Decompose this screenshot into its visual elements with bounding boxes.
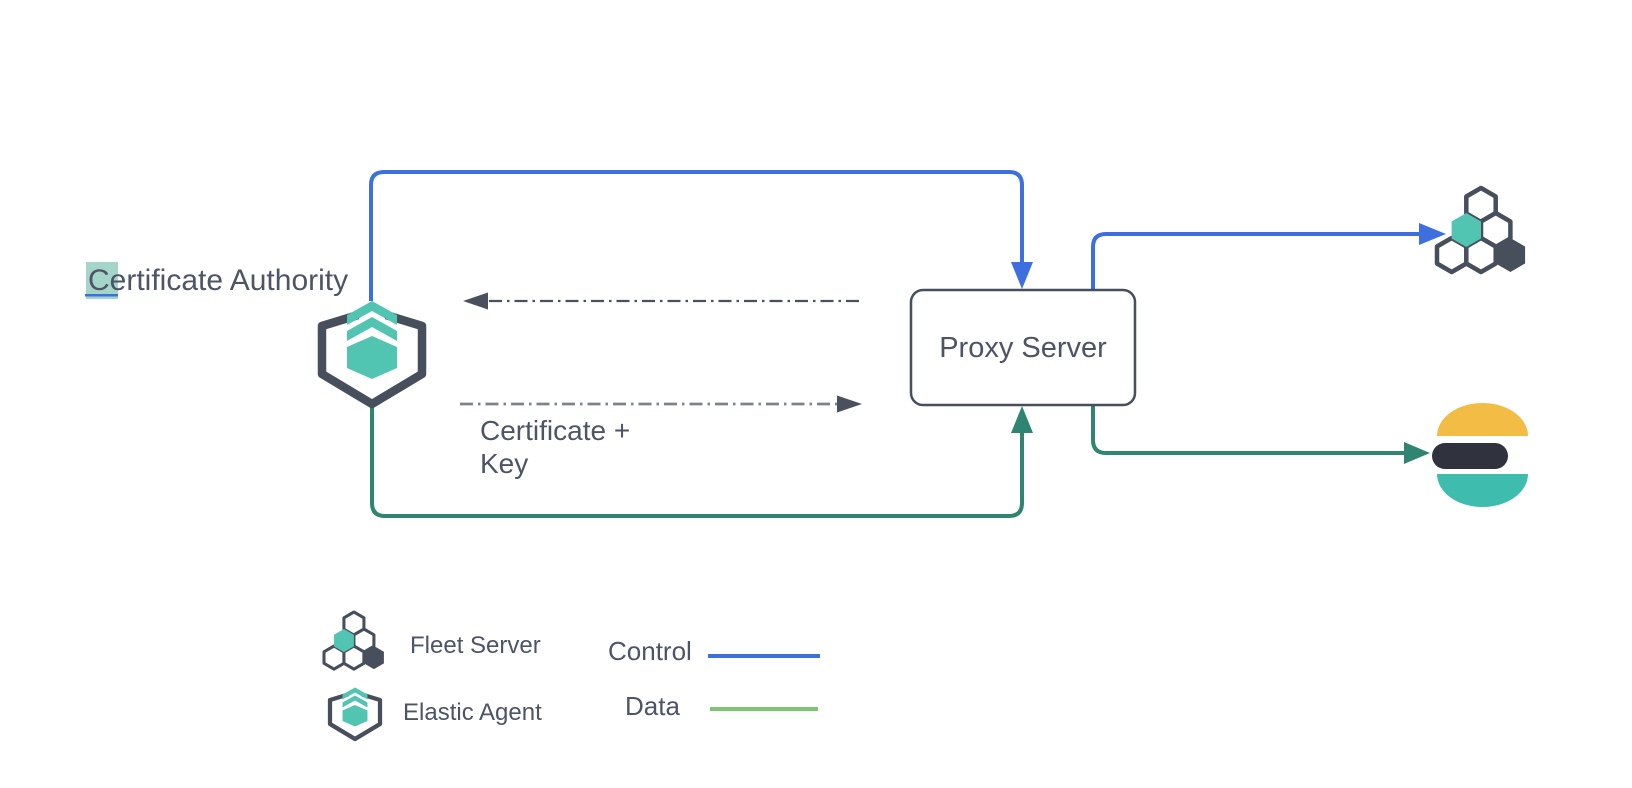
data-arrowhead-into-elasticsearch bbox=[1404, 442, 1430, 464]
legend-control-label: Control bbox=[608, 636, 692, 666]
legend-elastic-agent-icon bbox=[330, 688, 380, 740]
certificate-authority-node[interactable]: Certificate Authority bbox=[85, 262, 348, 299]
fleet-server-icon[interactable] bbox=[1437, 188, 1525, 272]
cert-request-arrow[interactable] bbox=[463, 292, 863, 310]
elastic-agent-icon[interactable] bbox=[322, 301, 422, 404]
cert-request-arrowhead-left bbox=[463, 292, 488, 310]
legend-item-data[interactable]: Data bbox=[625, 691, 818, 721]
proxy-server-box bbox=[909, 288, 1137, 407]
cert-key-arrowhead-right bbox=[837, 395, 862, 413]
control-edge-proxy-to-fleet-path bbox=[1091, 232, 1420, 289]
certificate-authority-label: Certificate Authority bbox=[88, 264, 348, 297]
data-edge-proxy-to-elasticsearch[interactable] bbox=[1091, 406, 1430, 464]
elasticsearch-logo[interactable] bbox=[1432, 403, 1528, 507]
control-edge-agent-to-proxy[interactable] bbox=[369, 170, 1033, 301]
legend: Fleet Server Elastic Agent Control Data bbox=[322, 610, 820, 740]
text-cursor-underline bbox=[85, 294, 118, 297]
proxy-server-node[interactable]: Proxy Server bbox=[909, 288, 1137, 407]
text-selection-highlight bbox=[86, 262, 118, 299]
cert-key-label-line1: Certificate + bbox=[480, 415, 630, 446]
control-edge-proxy-to-fleet[interactable] bbox=[1091, 223, 1446, 289]
data-edge-agent-to-proxy-path bbox=[370, 403, 1024, 518]
data-edge-agent-to-proxy[interactable] bbox=[370, 403, 1033, 518]
legend-item-fleet-server[interactable]: Fleet Server bbox=[322, 610, 541, 671]
control-edge-agent-to-proxy-path bbox=[369, 170, 1024, 301]
cert-key-label-line2: Key bbox=[480, 448, 528, 479]
cert-key-arrow[interactable]: Certificate + Key bbox=[460, 395, 862, 480]
legend-item-elastic-agent[interactable]: Elastic Agent bbox=[330, 688, 542, 740]
data-arrowhead-into-proxy bbox=[1011, 406, 1033, 433]
legend-item-control[interactable]: Control bbox=[608, 636, 820, 666]
legend-data-label: Data bbox=[625, 691, 680, 721]
legend-fleet-server-icon bbox=[322, 610, 386, 671]
control-arrowhead-into-proxy bbox=[1011, 262, 1033, 289]
proxy-server-label: Proxy Server bbox=[939, 332, 1107, 364]
legend-fleet-server-label: Fleet Server bbox=[410, 632, 541, 659]
data-edge-proxy-to-elasticsearch-path bbox=[1091, 406, 1405, 455]
control-arrowhead-into-fleet bbox=[1419, 223, 1446, 245]
legend-elastic-agent-label: Elastic Agent bbox=[403, 699, 542, 726]
